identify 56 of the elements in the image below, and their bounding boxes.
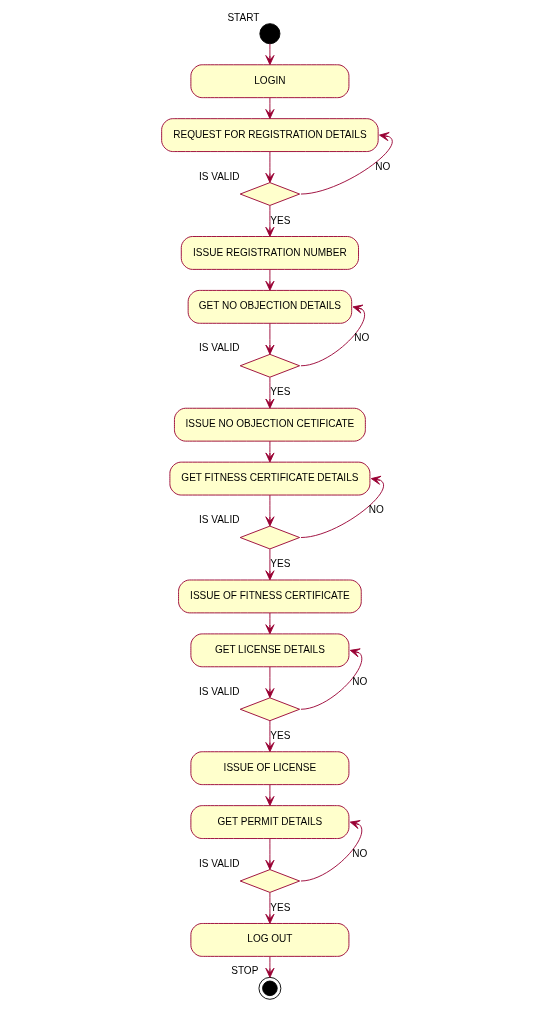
node-label: STOP (231, 965, 259, 977)
arrow (265, 376, 275, 409)
node-diamond (239, 353, 301, 378)
edge-label: NO (375, 160, 391, 172)
arrow (265, 666, 275, 699)
arrow (265, 205, 275, 237)
arrow (300, 475, 384, 538)
node-label: IS VALID (198, 342, 240, 354)
node-label: IS VALID (198, 514, 240, 526)
node-label: START (227, 11, 260, 23)
node-box: ISSUE OF LICENSE (190, 751, 350, 786)
node-box: GET PERMIT DETAILS (190, 805, 350, 839)
arrow (265, 548, 275, 581)
node-box: ISSUE REGISTRATION NUMBER (180, 236, 359, 270)
node-box: GET NO OBJECTION DETAILS (187, 289, 353, 324)
arrow (300, 304, 365, 367)
edge-label: YES (270, 558, 291, 570)
arrow (265, 892, 275, 924)
edge-label: NO (368, 504, 384, 516)
node-diamond (239, 697, 301, 722)
edge-label: YES (270, 901, 291, 913)
edge-label: YES (270, 214, 291, 226)
arrow (265, 97, 275, 120)
node-diamond (239, 869, 301, 893)
edge-label: YES (270, 729, 291, 741)
arrow (265, 838, 275, 870)
edge-label: NO (352, 847, 368, 859)
node-box: REQUEST FOR REGISTRATION DETAILS (161, 118, 379, 152)
node-box: LOG OUT (190, 923, 350, 957)
node-box: ISSUE NO OBJECTION CETIFICATE (174, 407, 366, 442)
arrow (265, 784, 275, 806)
arrow (265, 151, 275, 183)
node-label: IS VALID (198, 170, 240, 182)
edge-label: YES (270, 386, 291, 398)
node-diamond (239, 182, 301, 206)
arrow (265, 269, 275, 291)
node-diamond (239, 525, 301, 550)
arrow (265, 720, 275, 753)
arrow (300, 648, 363, 710)
node-box: GET LICENSE DETAILS (190, 633, 350, 668)
arrow (265, 322, 275, 355)
arrow (265, 956, 275, 978)
arrow (265, 612, 275, 635)
arrow (300, 820, 363, 882)
edge-label: NO (354, 332, 370, 344)
node-label: IS VALID (198, 685, 240, 697)
arrow (265, 440, 275, 463)
arrow (265, 494, 275, 527)
node-box: ISSUE OF FITNESS CERTIFICATE (178, 579, 362, 614)
node-circle (259, 23, 281, 45)
edge-label: NO (352, 675, 368, 687)
node-label: IS VALID (198, 857, 240, 869)
arrow (300, 132, 393, 195)
node-box: GET FITNESS CERTIFICATE DETAILS (169, 461, 371, 496)
arrow (265, 43, 275, 66)
node-box: LOGIN (190, 64, 350, 99)
